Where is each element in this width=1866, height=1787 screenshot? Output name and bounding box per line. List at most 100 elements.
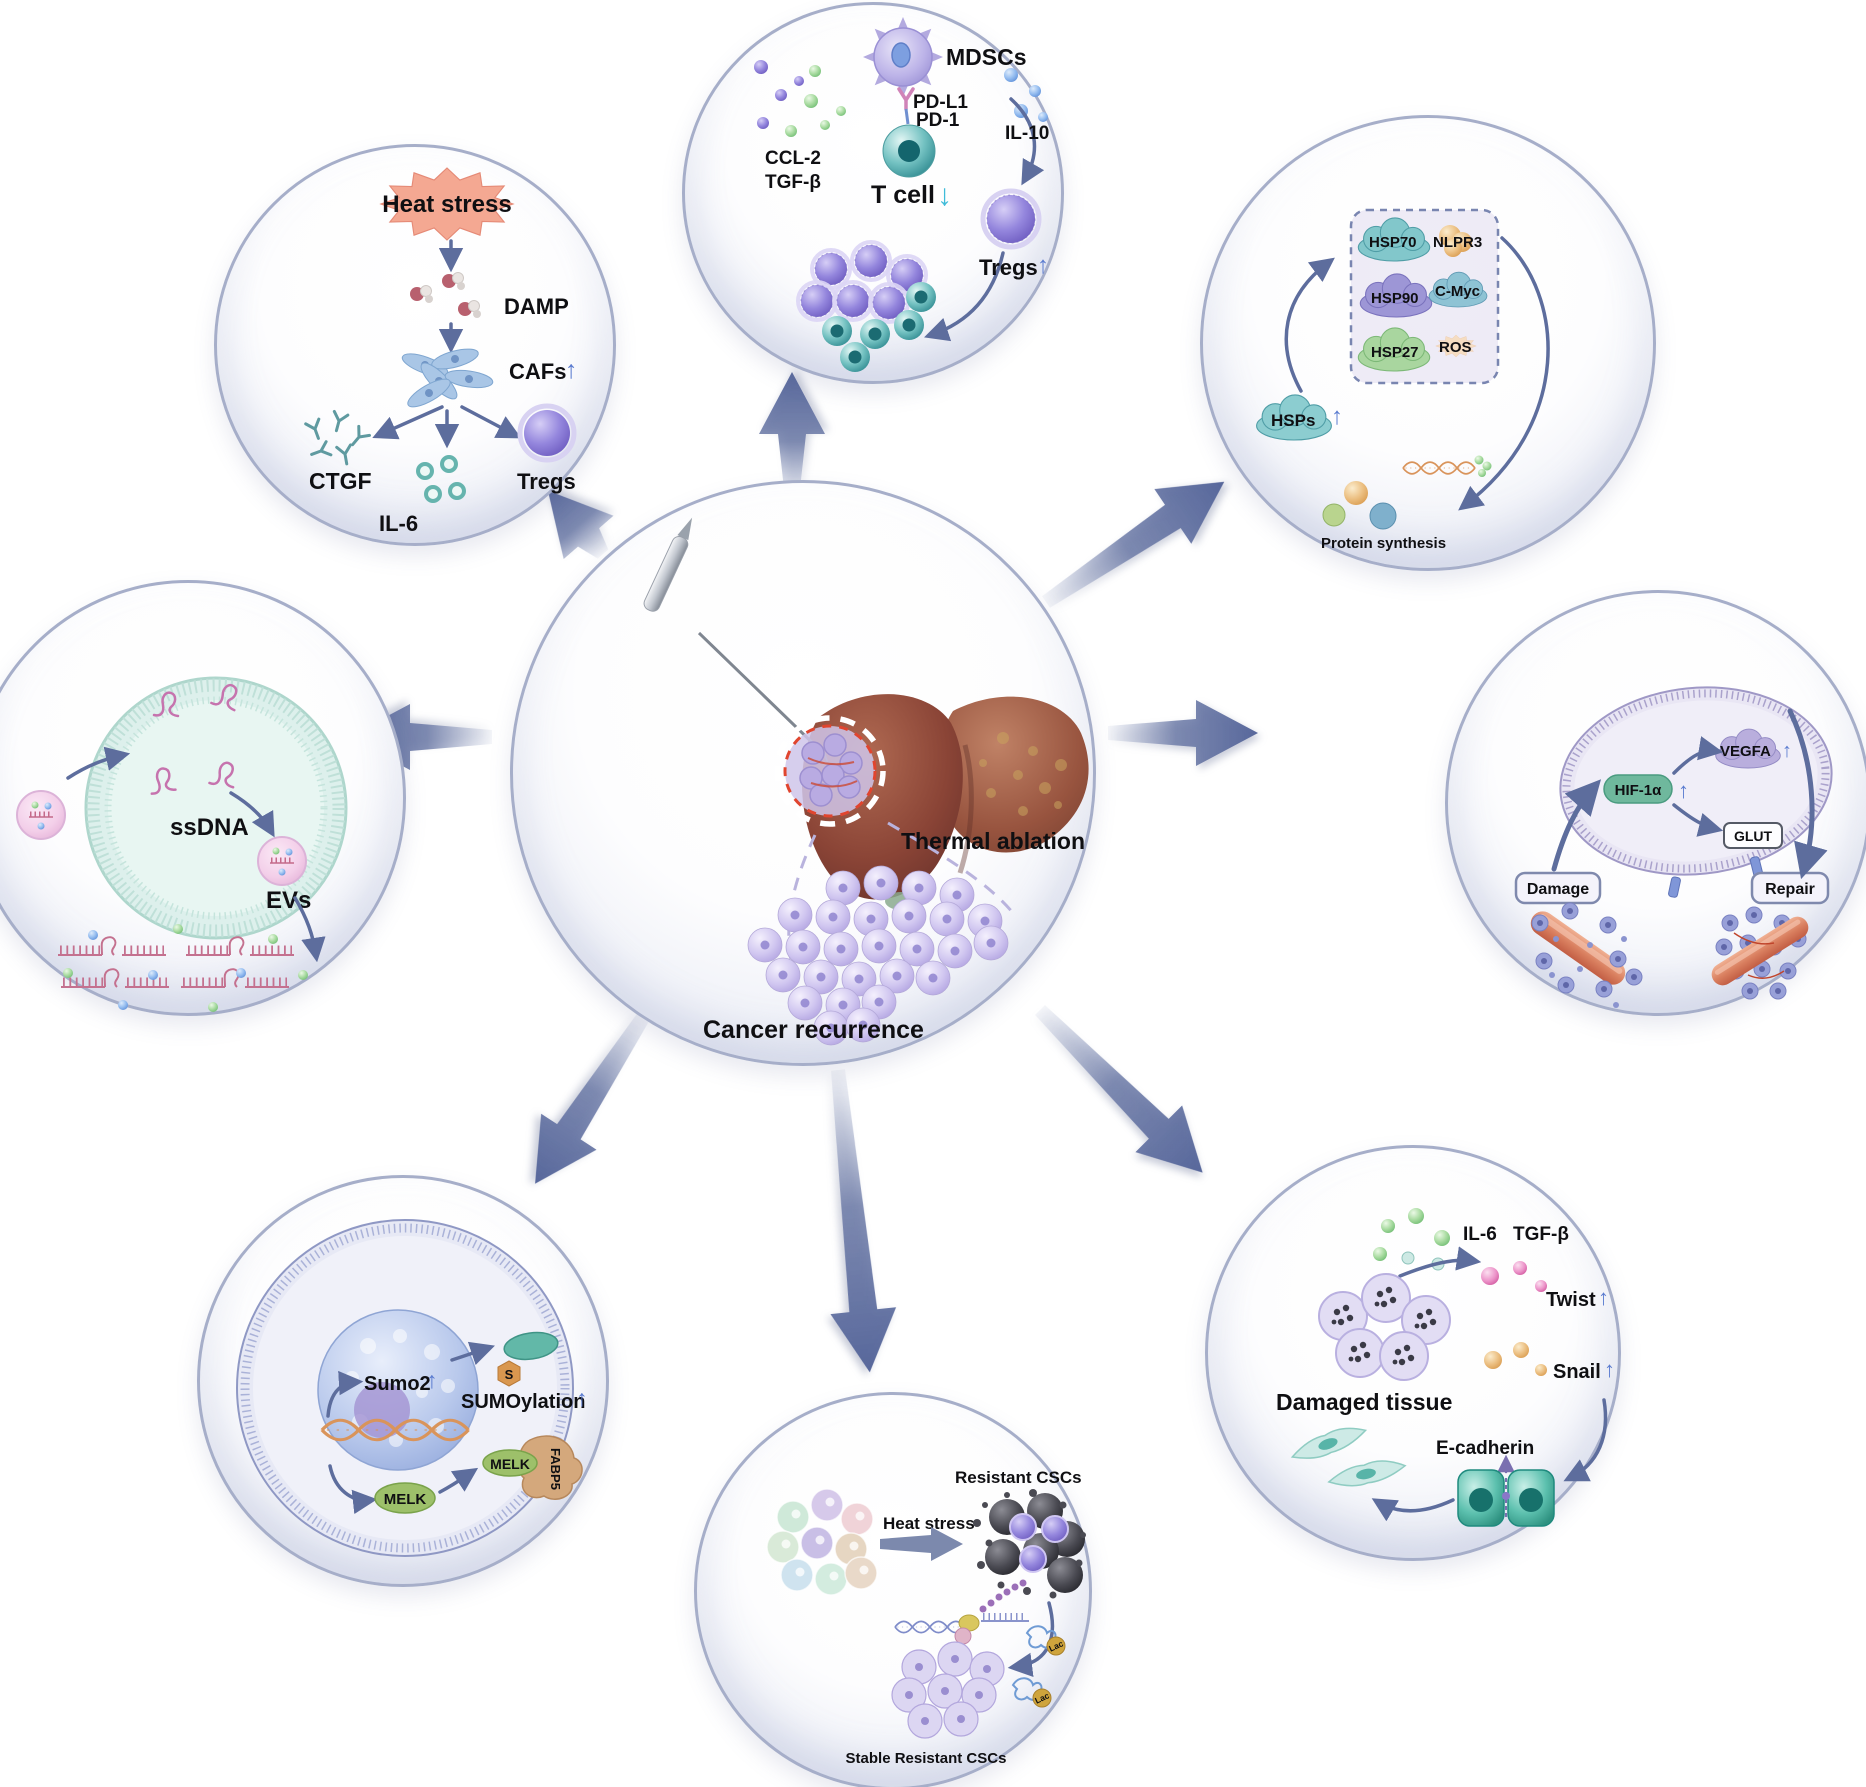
- damp-molecules: [409, 272, 482, 319]
- label-cmyc: C-Myc: [1435, 283, 1480, 300]
- twist-up-arrow-icon: ↑: [1598, 1285, 1609, 1310]
- label-damaged-tissue: Damaged tissue: [1276, 1389, 1452, 1415]
- label-cancer-recurrence: Cancer recurrence: [703, 1016, 924, 1044]
- arrow-hif-to-vegfa: [1672, 736, 1724, 775]
- arrow-nucleus-to-melk: [328, 1464, 378, 1515]
- panel-resistant-cscs: Heat stress Resistant CSCs ↓: [694, 1392, 1092, 1787]
- arrow-center-to-bottom: [830, 1069, 897, 1373]
- label-ecadherin: E-cadherin: [1436, 1438, 1534, 1459]
- melk-protein: MELK: [374, 1482, 436, 1514]
- label-mdscs: MDSCs: [946, 44, 1027, 70]
- sumo-tag-hexagon: [497, 1360, 521, 1387]
- arrow-il10-to-tregs: [1009, 97, 1045, 186]
- hif-illustration: HIF-1α ↑ VEGFA ↑ GLUT Damage Repair: [1514, 686, 1833, 1008]
- repaired-vessel-cluster: [1711, 906, 1809, 1000]
- label-pd-1: PD-1: [916, 110, 960, 131]
- dark-resistant-cluster: [973, 1489, 1086, 1599]
- label-protein-synthesis: Protein synthesis: [1321, 535, 1446, 552]
- arrow-ev-release: [293, 896, 326, 963]
- vegfa-up-arrow-icon: ↑: [1782, 740, 1792, 762]
- arrow-center-to-right: [1108, 700, 1258, 766]
- methyl-bead-string: [979, 1579, 1027, 1613]
- label-ssdna: ssDNA: [170, 814, 249, 841]
- label-hsps: HSPs: [1271, 411, 1315, 430]
- hsp-illustration: HSP70 NLPR3 HSP90 C-Myc HSP27 ROS HSPs ↑…: [1256, 208, 1550, 552]
- snail-dots: [1484, 1342, 1547, 1376]
- dna-transcription: [1402, 455, 1492, 477]
- label-ctgf: CTGF: [309, 468, 372, 494]
- arrow-center-to-top-right: [1042, 481, 1225, 608]
- snail-up-arrow-icon: ↑: [1604, 1357, 1615, 1382]
- evs-illustration: ssDNA EVs: [0, 676, 348, 1012]
- glut-box: GLUT: [1723, 822, 1783, 849]
- caf-cells: [399, 344, 495, 413]
- arrow-center-to-bottom-left: [535, 1012, 650, 1184]
- hif1a-up-arrow-icon: ↑: [1678, 778, 1689, 803]
- epithelial-cells: [1457, 1469, 1555, 1527]
- lactylated-protein-1: Lac: [1026, 1625, 1066, 1656]
- hif1a-protein: HIF-1α: [1603, 774, 1673, 804]
- arrow-cafs-to-ctgf: [372, 405, 444, 440]
- label-tregs: Tregs: [979, 255, 1038, 280]
- panel-heat-stress-cafs: Heat stress DAMP CAFs ↑ CTGF: [214, 144, 616, 546]
- arrow-cytokines-to-twist: [1398, 1246, 1482, 1278]
- label-tgfb: TGF-β: [765, 172, 821, 193]
- arrow-hsps-to-box: [1284, 257, 1335, 393]
- arrow-tregs-to-cluster: [924, 251, 1005, 342]
- label-il10: IL-10: [1005, 123, 1049, 144]
- arrow-snail-to-cells: [1563, 1398, 1608, 1482]
- label-fabp5: FABP5: [548, 1448, 563, 1490]
- cafs-up-arrow-icon: ↑: [565, 356, 578, 384]
- arrow-cell-to-repair: [1787, 708, 1828, 880]
- free-nucleotide-dots: [63, 924, 308, 1012]
- sumo-target-protein: S: [497, 1331, 559, 1387]
- panel-center-thermal-ablation: Thermal ablation Cancer recurrence: [510, 480, 1096, 1066]
- label-t-cell: T cell: [871, 181, 935, 209]
- arrow-to-stable-cluster: [1007, 1601, 1055, 1678]
- label-il6: IL-6: [379, 511, 418, 536]
- label-melk: MELK: [384, 1491, 427, 1508]
- label-heat-stress: Heat stress: [382, 191, 511, 218]
- label-pd-l1: PD-L1: [913, 92, 968, 113]
- arrow-box-to-synthesis: [1458, 236, 1550, 511]
- label-hsp90: HSP90: [1371, 290, 1419, 307]
- cytokine-dots-left: [754, 60, 846, 137]
- released-rna-strands: [58, 937, 294, 987]
- label-hsp27: HSP27: [1371, 344, 1419, 361]
- damage-box: Damage: [1514, 871, 1602, 905]
- damaged-vessel-cluster: [1530, 902, 1643, 1008]
- cscs-illustration: Heat stress Resistant CSCs ↓: [766, 1468, 1086, 1767]
- ev-vesicle-left: [17, 791, 65, 839]
- label-tgfb-br: TGF-β: [1513, 1224, 1569, 1245]
- mesenchymal-cells: [1288, 1419, 1408, 1493]
- cirrhotic-nodules: [979, 732, 1067, 816]
- label-sumoylation: SUMOylation: [461, 1391, 585, 1413]
- label-tregs-tl: Tregs: [517, 469, 576, 494]
- sumo-illustration: Sumo2 ↑ S SUMOylation ↑ MELK FABP5 MELK: [236, 1219, 588, 1557]
- tumor-ablation-zone: [774, 715, 886, 827]
- tumor-cell-outline: [1559, 686, 1833, 876]
- panel-emt: IL-6 TGF-β Twist ↑ Snail ↑ Damaged tissu…: [1205, 1145, 1621, 1561]
- twist-dots: [1481, 1261, 1547, 1292]
- arrow-sumo2-to-target: [450, 1341, 495, 1366]
- label-evs: EVs: [266, 887, 311, 914]
- sumo2-up-arrow-icon: ↑: [426, 1367, 438, 1393]
- repair-box: Repair: [1750, 871, 1830, 905]
- immune-illustration: MDSCs PD-L1 PD-1 CCL-2 TGF-β T cell ↓ IL…: [754, 17, 1049, 372]
- center-illustration: Thermal ablation Cancer recurrence: [643, 517, 1089, 1046]
- label-sumo-s: S: [505, 1367, 514, 1382]
- pd-l1-pd-1-receptor: [897, 87, 915, 125]
- label-sumo2: Sumo2: [364, 1373, 431, 1395]
- t-cell: [882, 124, 936, 178]
- treg-cell: [980, 188, 1042, 250]
- epigenetic-dna: [894, 1579, 1029, 1645]
- melk-fabp5-complex: FABP5 MELK: [482, 1435, 583, 1500]
- stable-resistant-cluster: [891, 1641, 1005, 1739]
- label-nlpr3: NLPR3: [1433, 234, 1482, 251]
- label-vegfa: VEGFA: [1720, 743, 1771, 760]
- label-ccl2: CCL-2: [765, 148, 821, 169]
- ctgf-antibodies: [304, 409, 372, 467]
- label-resistant-cscs: Resistant CSCs: [955, 1468, 1082, 1487]
- heat-stress-illustration: Heat stress DAMP CAFs ↑ CTGF: [304, 167, 578, 536]
- nlpr3-blob: [1439, 225, 1472, 257]
